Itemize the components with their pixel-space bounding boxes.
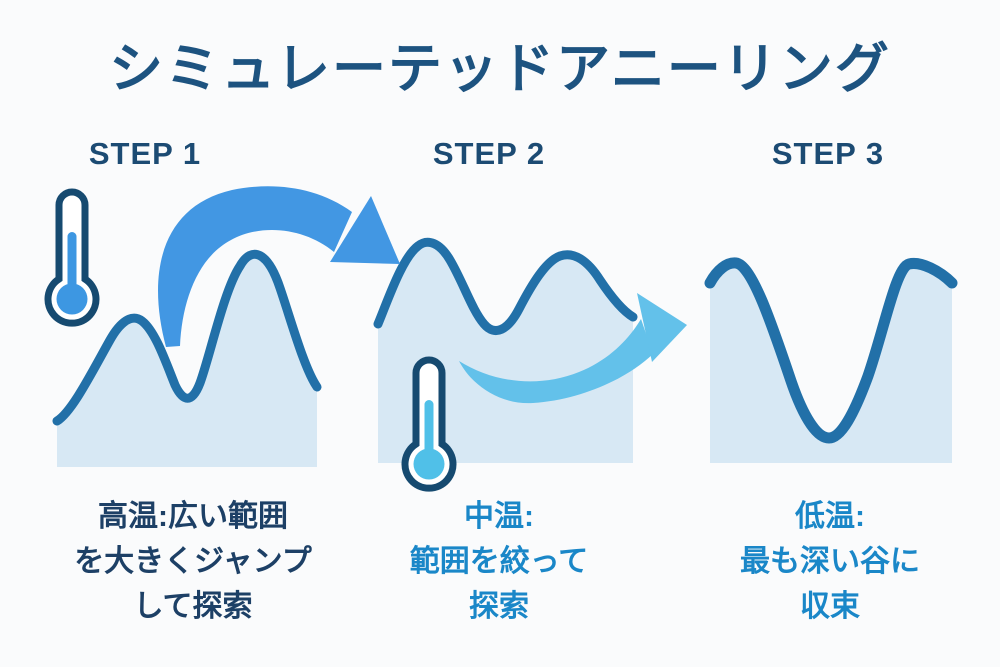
energy-landscape-step3	[704, 257, 958, 463]
thermometer-high-icon	[44, 188, 100, 327]
page-title: シミュレーテッドアニーリング	[109, 39, 891, 99]
glide-arrow-icon	[459, 293, 687, 404]
landscape2-curve	[373, 237, 638, 335]
step1-caption-line3: して探索	[133, 590, 253, 623]
landscape1-fill	[57, 254, 317, 467]
step1-label: STEP 1	[88, 136, 202, 171]
step1-caption-line2: を大きくジャンプ	[74, 545, 312, 578]
step1-caption-line1: 高温:広い範囲	[98, 500, 288, 533]
step3-caption: 低温: 最も深い谷に 収束	[660, 494, 1000, 629]
energy-landscape-step1	[52, 249, 322, 467]
jump-arrow-body	[158, 186, 352, 347]
thermometer1-mercury	[67, 232, 77, 296]
step3-caption-line2: 最も深い谷に	[740, 545, 920, 578]
step3-caption-line3: 収束	[800, 590, 860, 623]
jump-arrow-icon	[158, 186, 400, 347]
step3-label: STEP 3	[771, 136, 885, 171]
step2-caption: 中温: 範囲を絞って 探索	[329, 494, 669, 629]
step3-caption-line1: 低温:	[795, 500, 865, 533]
jump-arrow-head	[330, 196, 400, 264]
glide-arrow-head	[637, 293, 687, 362]
landscape1-curve	[52, 249, 322, 426]
step1-caption: 高温:広い範囲 を大きくジャンプ して探索	[23, 494, 363, 629]
thermometer2-mercury	[424, 400, 434, 458]
step2-caption-line3: 探索	[469, 590, 529, 623]
glide-arrow-body	[459, 319, 653, 404]
step2-caption-line1: 中温:	[464, 500, 534, 533]
step2-caption-line2: 範囲を絞って	[409, 545, 589, 578]
landscape3-curve	[704, 257, 958, 444]
step2-label: STEP 2	[432, 136, 546, 171]
thermometer2-bulb	[413, 448, 445, 480]
thermometer1-bulb	[56, 283, 88, 315]
thermometer-medium-icon	[401, 356, 457, 492]
